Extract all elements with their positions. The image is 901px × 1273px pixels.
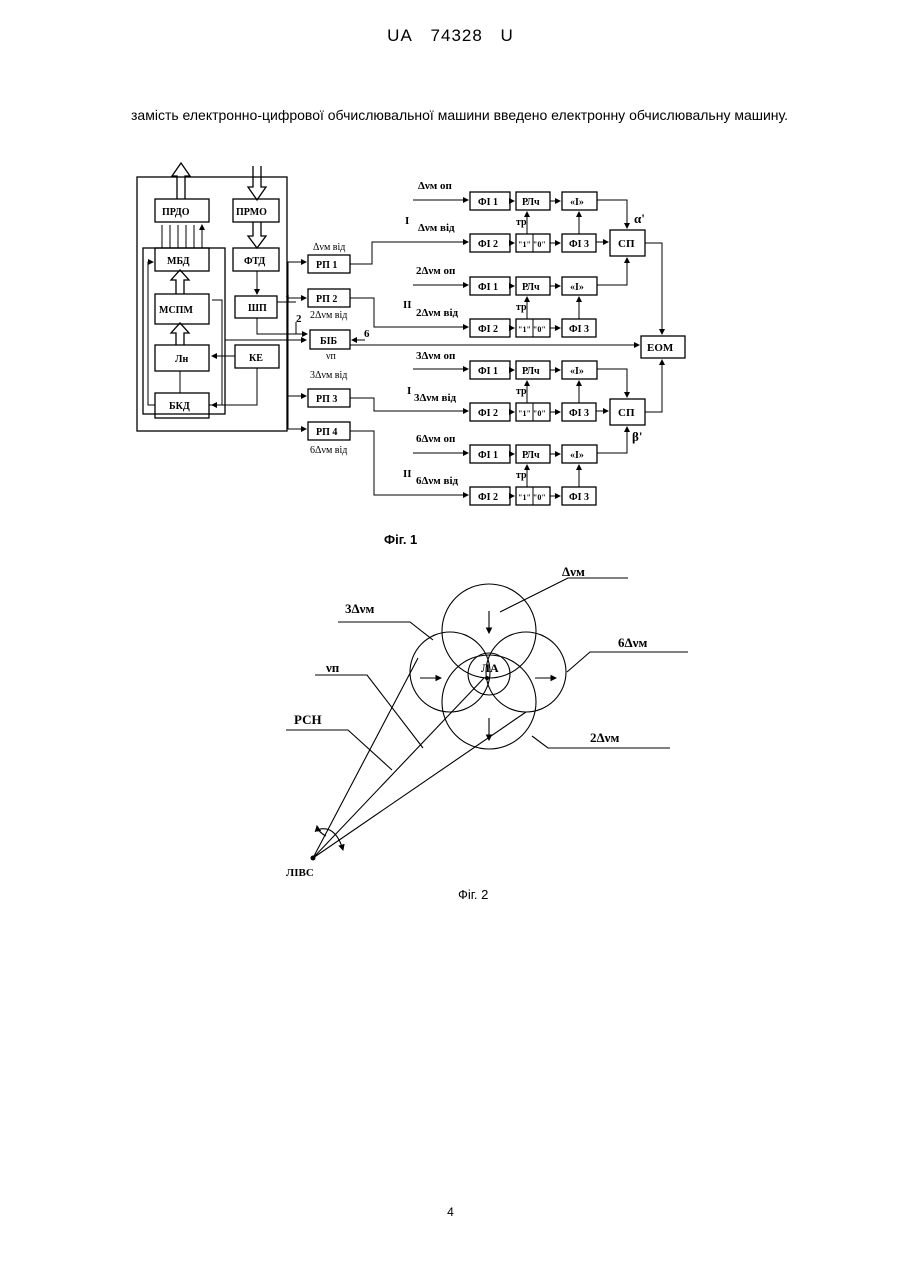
row-label-8: 6Δνм від <box>416 475 459 487</box>
label-prmo: ПРМО <box>236 207 267 218</box>
label-2dnu: 2Δνм <box>590 730 619 745</box>
fig2-diagram <box>286 578 688 858</box>
label-tr: тр <box>516 470 527 481</box>
label-rp1-freq: Δνм від <box>313 242 345 253</box>
row-label-6: 3Δνм від <box>414 392 457 404</box>
label-rp2: РП 2 <box>316 294 337 305</box>
label-fi2: ФІ 2 <box>478 239 498 250</box>
label-6dnu: 6Δνм <box>618 635 647 650</box>
label-tr: тр <box>516 386 527 397</box>
label-tr: тр <box>516 302 527 313</box>
label-shp: ШП <box>248 303 267 314</box>
fig1-caption: Фіг. 1 <box>384 532 417 547</box>
label-trigger: "1" "0" <box>518 240 546 249</box>
label-and: «І» <box>570 366 584 377</box>
label-eom: ЕОМ <box>647 342 674 354</box>
roman-1: I <box>405 215 409 227</box>
label-mspm: МСПМ <box>159 305 193 316</box>
label-rlch: РЛч <box>522 282 540 293</box>
label-sp-bottom: СП <box>618 407 635 419</box>
la-point <box>485 676 489 680</box>
page-number: 4 <box>0 1205 901 1219</box>
row-label-5: 3Δνм оп <box>416 350 456 362</box>
hollow-arrow-down-ftd <box>248 222 266 248</box>
label-rp2-freq: 2Δνм від <box>310 310 347 321</box>
label-fi3: ФІ 3 <box>569 239 589 250</box>
row-label-2: Δνм від <box>418 222 455 234</box>
label-num-1: 1 <box>285 293 291 305</box>
fig1-labels: ПРДО ПРМО МБД ФТД МСПМ ШП Лн КЕ БКД РП 1… <box>159 180 674 487</box>
label-beta: β' <box>632 429 642 444</box>
leader-6dnu <box>567 652 688 672</box>
label-fi1: ФІ 1 <box>478 282 498 293</box>
leader-3dnu <box>338 622 433 640</box>
roman-2: II <box>403 299 412 311</box>
label-tr: тр <box>516 217 527 228</box>
label-sp-top: СП <box>618 238 635 250</box>
label-fi3: ФІ 3 <box>569 324 589 335</box>
leader-rsn <box>286 730 392 770</box>
label-fi3: ФІ 3 <box>569 492 589 503</box>
label-fi1: ФІ 1 <box>478 450 498 461</box>
label-ftd: ФТД <box>244 256 265 267</box>
label-trigger: "1" "0" <box>518 409 546 418</box>
label-rlch: РЛч <box>522 366 540 377</box>
fig2-labels: Δνм 3Δνм 6Δνм 2Δνм νп РСН ЛА ЛІВС <box>286 564 647 879</box>
label-rlch: РЛч <box>522 450 540 461</box>
fig2-caption: Фіг. 2 <box>458 887 488 902</box>
label-fi1: ФІ 1 <box>478 197 498 208</box>
label-rp1: РП 1 <box>316 260 337 271</box>
label-rp4-freq: 6Δνм від <box>310 445 347 456</box>
label-rp4: РП 4 <box>316 427 337 438</box>
row-label-3: 2Δνм оп <box>416 265 456 277</box>
label-ln: Лн <box>175 354 188 365</box>
label-rlch: РЛч <box>522 197 540 208</box>
roman-4: II <box>403 468 412 480</box>
label-rp3: РП 3 <box>316 394 337 405</box>
label-fi2: ФІ 2 <box>478 408 498 419</box>
label-nu-p: νп <box>326 351 337 362</box>
label-ke: КЕ <box>249 353 263 364</box>
beam-rays <box>313 658 526 858</box>
row-label-7: 6Δνм оп <box>416 433 456 445</box>
hollow-arrow-up-ln <box>171 323 189 345</box>
label-prdo: ПРДО <box>162 207 190 218</box>
circle-3dnu <box>410 632 490 712</box>
roman-3: I <box>407 385 411 397</box>
label-rsn: РСН <box>294 712 322 727</box>
inner-frame <box>143 248 225 414</box>
label-and: «І» <box>570 450 584 461</box>
label-la: ЛА <box>481 661 499 675</box>
label-bkd: БКД <box>169 401 190 412</box>
label-mbd: МБД <box>167 256 190 267</box>
label-and: «І» <box>570 197 584 208</box>
label-rp3-freq: 3Δνм від <box>310 370 347 381</box>
label-alpha: α' <box>634 211 645 226</box>
hollow-arrow-up-mspm <box>171 270 189 294</box>
label-3dnu: 3Δνм <box>345 601 374 616</box>
label-bib: БІБ <box>320 336 338 347</box>
hollow-arrow-up <box>172 163 190 199</box>
row-label-1: Δνм оп <box>418 180 453 192</box>
label-nup: νп <box>325 660 340 675</box>
label-num-6: 6 <box>364 328 370 340</box>
label-fi2: ФІ 2 <box>478 492 498 503</box>
label-livs: ЛІВС <box>286 867 314 879</box>
label-and: «І» <box>570 282 584 293</box>
fig1-rows: ФІ 1 РЛч «І» ФІ 2 "1" "0" ФІ 3 тр ФІ 1 РЛч «І» ФІ … <box>470 192 597 505</box>
livs-point <box>311 856 316 861</box>
label-trigger: "1" "0" <box>518 325 546 334</box>
label-fi2: ФІ 2 <box>478 324 498 335</box>
row-label-4: 2Δνм від <box>416 307 459 319</box>
label-fi3: ФІ 3 <box>569 408 589 419</box>
leader-nup <box>315 675 423 748</box>
label-trigger: "1" "0" <box>518 493 546 502</box>
label-num-2: 2 <box>296 313 302 325</box>
hollow-arrow-down-prmo <box>248 166 266 200</box>
label-fi1: ФІ 1 <box>478 366 498 377</box>
label-dnu: Δνм <box>562 564 585 579</box>
